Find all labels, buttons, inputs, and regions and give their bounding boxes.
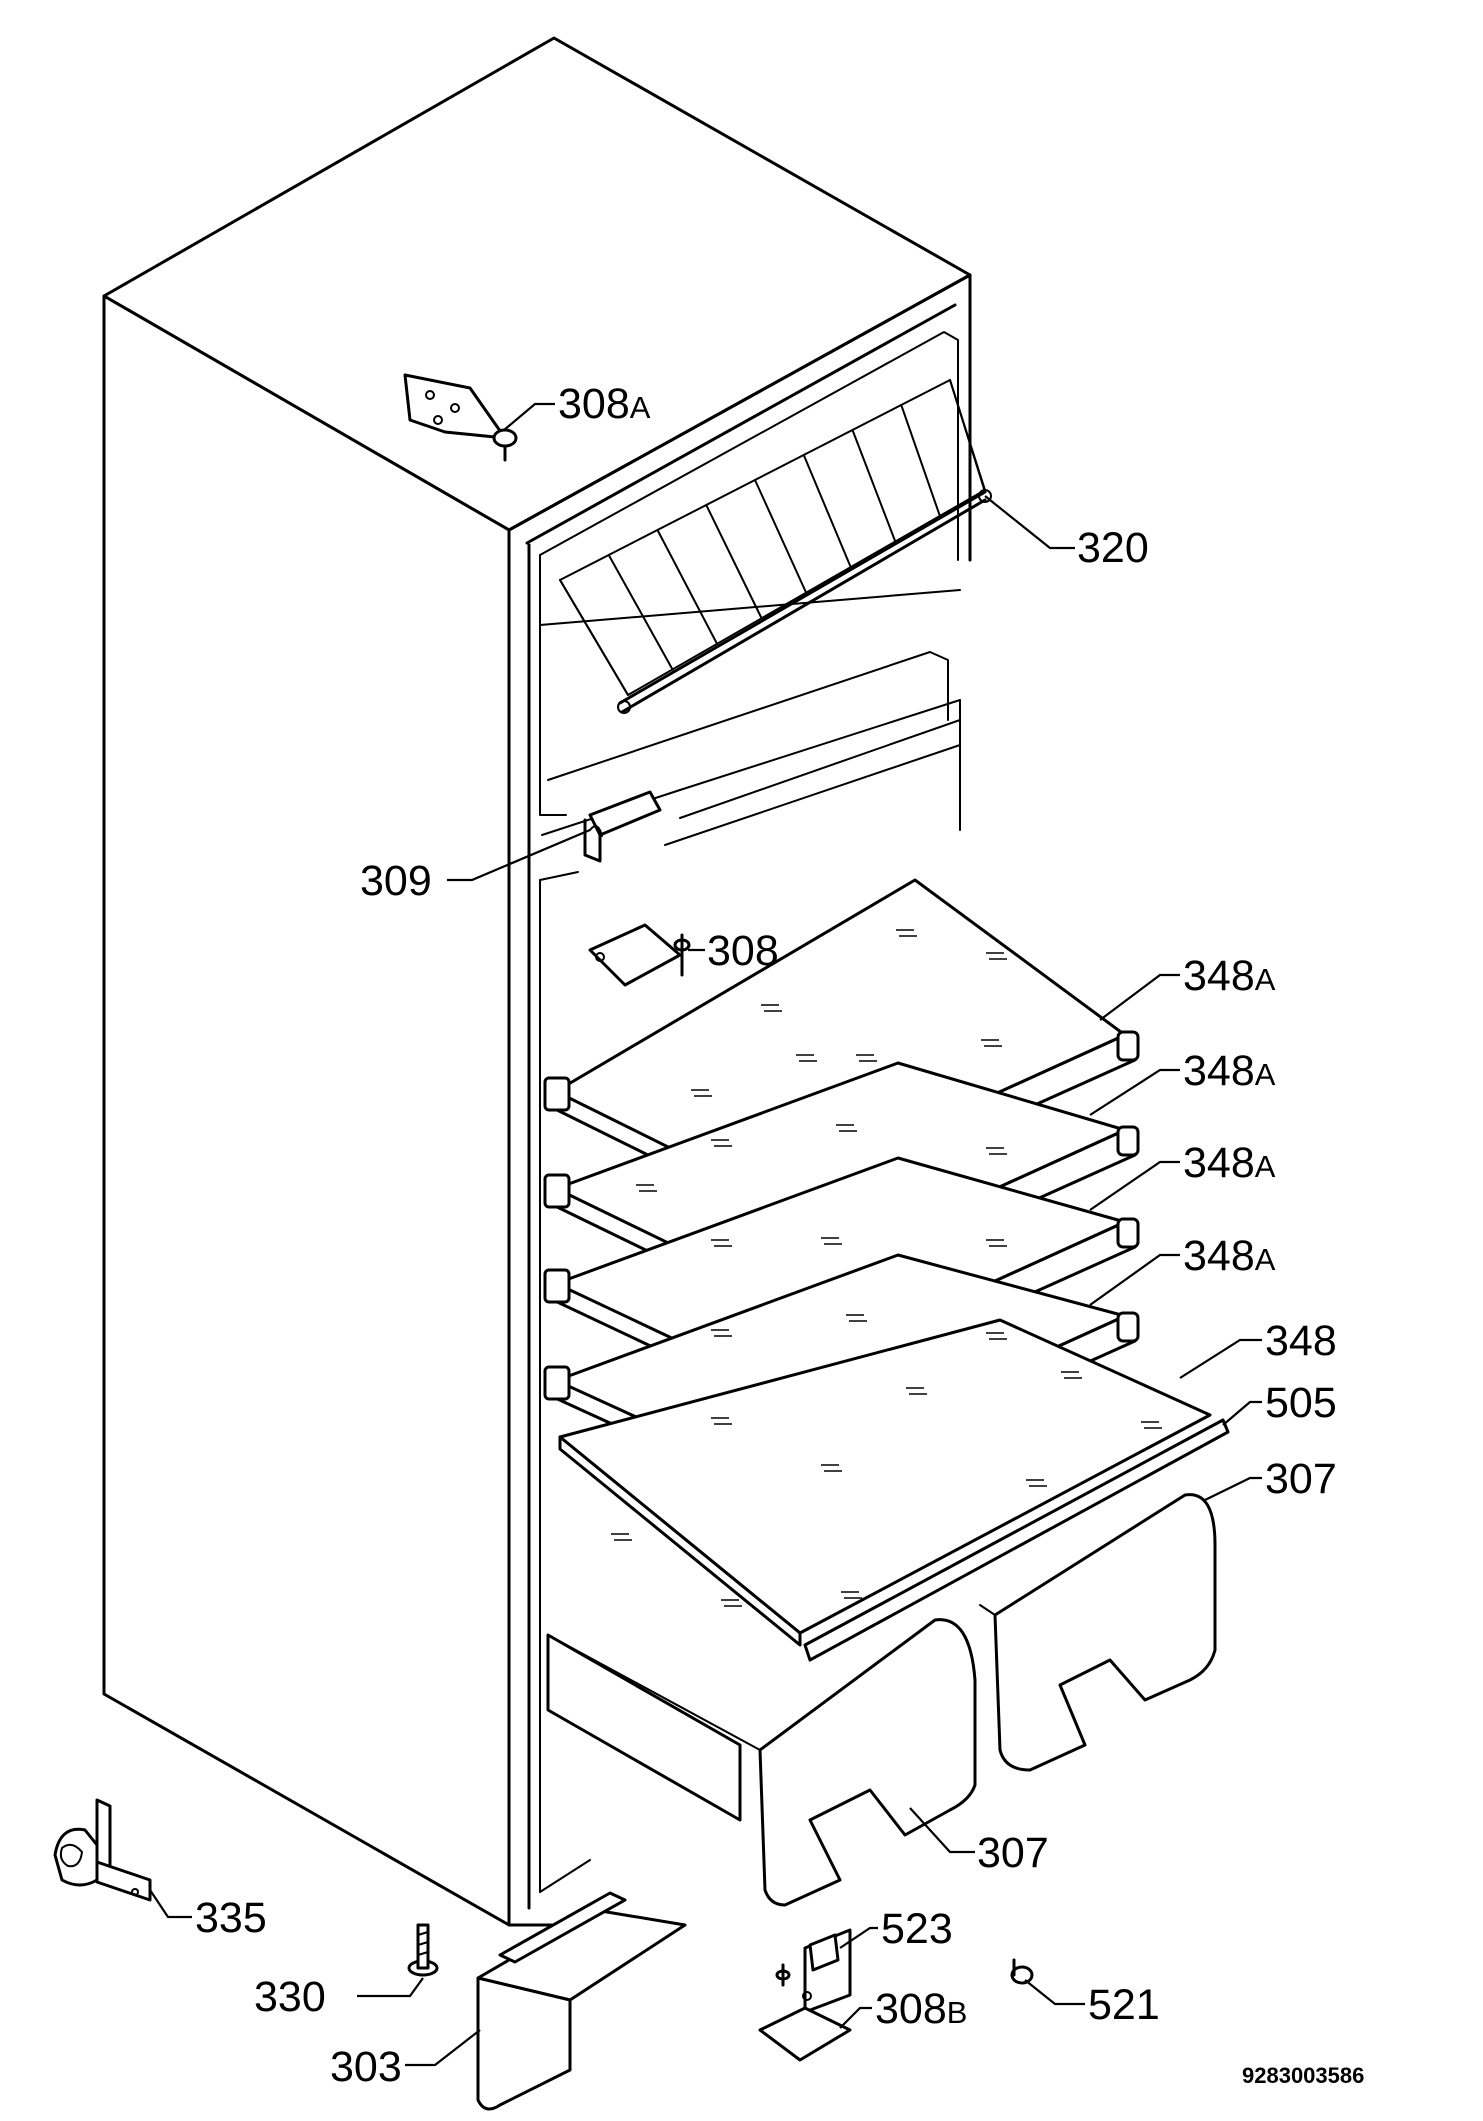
plastic-bracket [808,1933,840,1972]
wire-bar [851,429,897,544]
adjustable-foot [407,1923,439,1977]
plinth-kickplate [476,1891,687,2111]
crisper-drawer-right [979,1493,1217,1772]
middle-hinge-part [588,923,691,987]
callout-307-right: 307 [1265,1455,1337,1503]
wire-bar [949,379,986,493]
document-number: 9283003586 [1242,2063,1364,2088]
callout-348a-1: 348A [1183,952,1276,1000]
leader-lines [149,402,1262,2067]
divider-clip [583,790,662,863]
callout-523: 523 [881,1905,953,1953]
freezer-wire-shelf [559,379,992,714]
glass-texture-marks [611,929,1162,1607]
cabinet-body [102,36,972,1927]
lower-hinge-left [53,1798,152,1902]
callout-320: 320 [1077,524,1149,572]
crisper-cover-glass [558,1318,1212,1647]
screw-cap [1010,1958,1034,1985]
callout-309: 309 [360,857,432,905]
callout-labels: 308A 320 309 308 348A 348A 348A 348A 348… [195,380,1337,2091]
wire-bar [754,479,808,595]
callout-330: 330 [254,1973,326,2021]
upper-hinge-part [403,373,518,462]
wire-bar [802,454,853,570]
callout-308b: 308B [875,1985,967,2033]
crisper-drawer-left [546,1618,977,1907]
callout-348a-3: 348A [1183,1139,1276,1187]
callout-521: 521 [1088,1981,1160,2029]
callout-348: 348 [1265,1317,1337,1365]
callout-335: 335 [195,1894,267,1942]
callout-348a-4: 348A [1183,1232,1276,1280]
crisper-cover-trim [803,1418,1230,1662]
callout-505: 505 [1265,1379,1337,1427]
callout-303: 303 [330,2043,402,2091]
callout-308a: 308A [558,380,651,428]
callout-348a-2: 348A [1183,1047,1276,1095]
wire-bar [900,404,942,519]
wire-bar [559,579,629,696]
wire-bar [607,554,674,671]
callout-308: 308 [707,927,779,975]
shelf-supports [543,1076,571,1401]
wire-bar [705,504,763,620]
callout-307-left: 307 [977,1829,1049,1877]
wire-bar [656,529,719,646]
